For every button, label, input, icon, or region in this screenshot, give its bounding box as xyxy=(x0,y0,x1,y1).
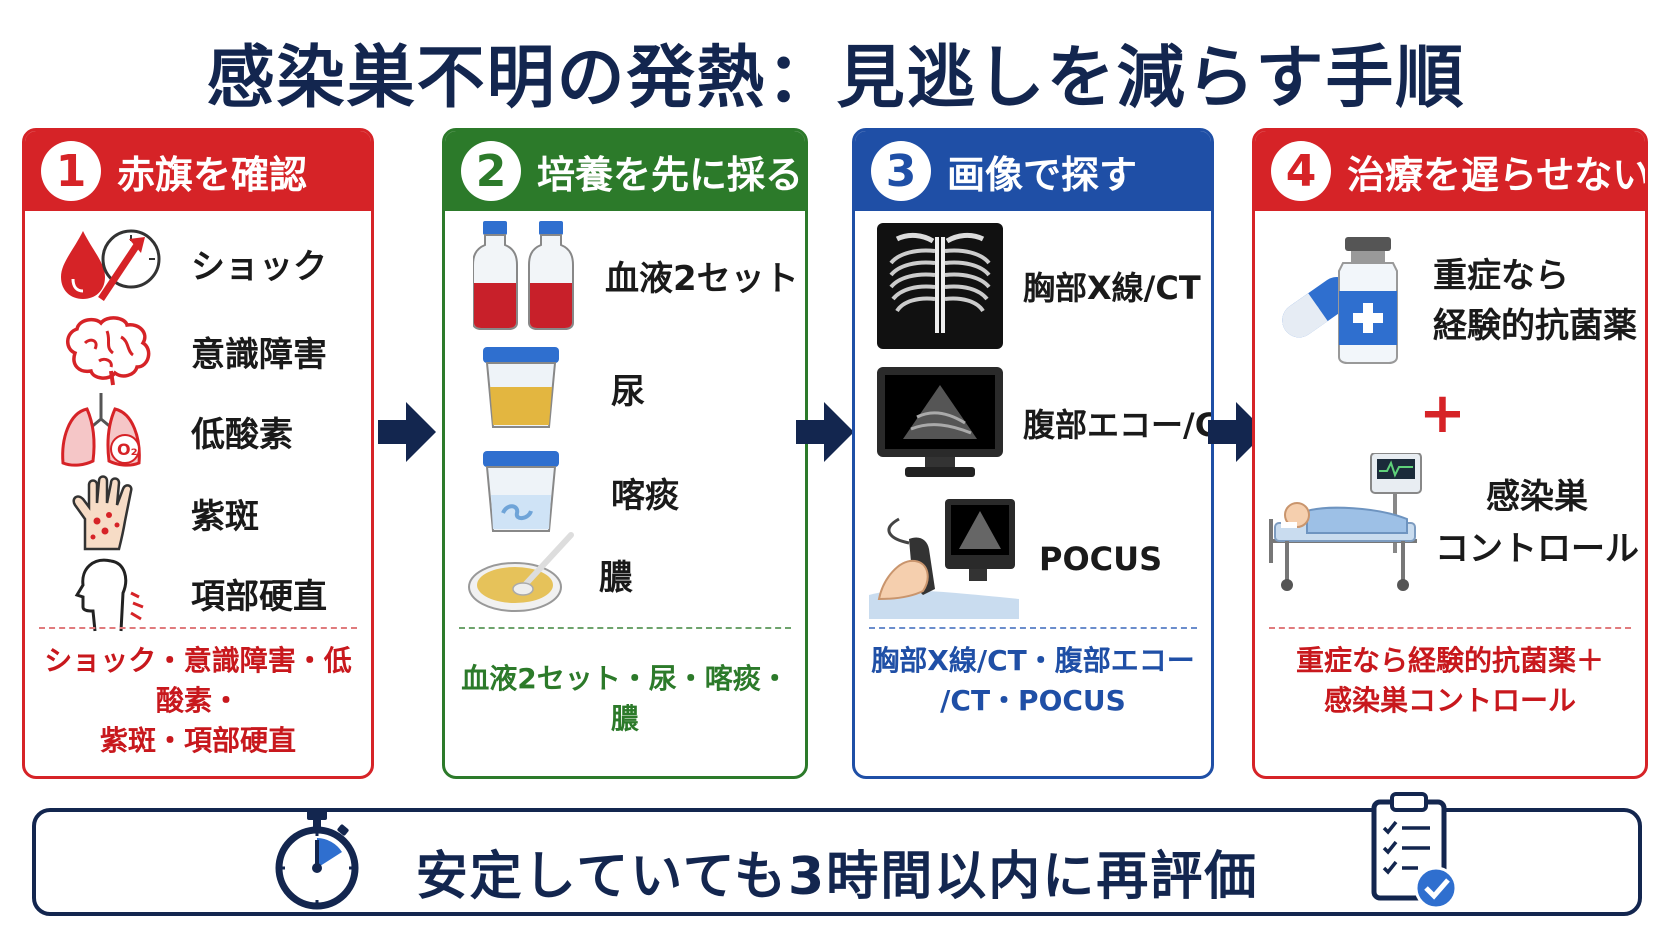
plus-sign: + xyxy=(1419,381,1466,446)
step-1-divider xyxy=(39,627,357,629)
step-3-number: 3 xyxy=(871,141,931,201)
blood-drop-pressure-gauge-icon xyxy=(61,229,161,301)
step-2-item-blood: 血液2セット xyxy=(473,219,799,331)
step-4-divider xyxy=(1269,627,1631,629)
step-3-item-ultrasound: 腹部エコー/CT xyxy=(877,367,1211,479)
step-1-card: 1 赤旗を確認 ショック 意識障害 O₂ 低酸素 xyxy=(22,128,374,779)
step-3-item-pocus: POCUS xyxy=(869,499,1162,619)
step-3-divider xyxy=(869,627,1197,629)
step-2-number: 2 xyxy=(461,141,521,201)
step-2-title: 培養を先に採る xyxy=(537,152,804,197)
hand-purpura-icon xyxy=(72,475,133,551)
step-2-item-sputum: 喀痰 xyxy=(481,449,679,535)
item-label: 尿 xyxy=(611,371,645,412)
summary-line: 感染巣コントロール xyxy=(1323,684,1576,717)
summary-line: 血液2セット・尿・喀痰・膿 xyxy=(461,662,789,735)
item-label: 胸部X線/CT xyxy=(1023,269,1201,307)
pocus-probe-icon xyxy=(869,499,1019,619)
step-1-item-shock: ショック xyxy=(55,223,327,303)
item-label: POCUS xyxy=(1039,540,1163,578)
clipboard-check-icon xyxy=(1371,792,1458,910)
item-label: 紫斑 xyxy=(191,496,259,537)
reassess-banner: 安定していても3時間以内に再評価 xyxy=(32,792,1642,916)
arrow-right-icon xyxy=(796,402,854,462)
page-title: 感染巣不明の発熱：見逃しを減らす手順 xyxy=(206,39,1466,118)
step-1-number: 1 xyxy=(41,141,101,201)
lungs-o2-icon: O₂ xyxy=(61,393,141,467)
sputum-cup-icon xyxy=(483,451,559,532)
summary-line: 胸部X線/CT・腹部エコー xyxy=(871,644,1195,677)
item-label: 血液2セット xyxy=(605,258,799,299)
step-1-title: 赤旗を確認 xyxy=(117,152,308,197)
hospital-bed-monitor-icon xyxy=(1269,453,1422,591)
summary-line: ショック・意識障害・低酸素・ xyxy=(44,644,352,717)
item-label: 膿 xyxy=(599,557,633,598)
step-2-header: 2 培養を先に採る xyxy=(445,131,805,211)
step-4-card: 4 治療を遅らせない 重症なら 経験的抗菌薬 + xyxy=(1252,128,1648,779)
step-3-title: 画像で探す xyxy=(947,152,1138,197)
item-label: 重症なら 経験的抗菌薬 xyxy=(1433,251,1637,351)
arrow-right-icon xyxy=(378,402,436,462)
arrow-right-icon xyxy=(1208,402,1266,462)
step-1-item-purpura: 紫斑 xyxy=(55,475,259,551)
item-label: ショック xyxy=(191,246,327,287)
item-label-line: コントロール xyxy=(1435,529,1639,569)
summary-line: /CT・POCUS xyxy=(940,684,1126,717)
step-4-header: 4 治療を遅らせない xyxy=(1255,131,1645,211)
summary-line: 重症なら経験的抗菌薬＋ xyxy=(1295,644,1604,677)
blood-culture-bottles-icon xyxy=(473,221,574,330)
step-4-number: 4 xyxy=(1271,141,1331,201)
item-label-line: 重症なら xyxy=(1433,256,1569,296)
step-2-item-urine: 尿 xyxy=(481,345,645,431)
step-2-divider xyxy=(459,627,791,629)
item-label: 腹部エコー/CT xyxy=(1023,406,1211,444)
step-3-card: 3 画像で探す 胸部X線/CT 腹部エコー/CT xyxy=(852,128,1214,779)
item-label-line: 感染巣 xyxy=(1486,477,1588,517)
step-1-item-neck-stiffness: 項部硬直 xyxy=(55,553,327,633)
summary-line: 紫斑・項部硬直 xyxy=(99,724,296,757)
item-label: 低酸素 xyxy=(191,414,293,455)
reassess-text: 安定していても3時間以内に再評価 xyxy=(415,847,1259,907)
step-4-item-source-control: 感染巣 コントロール xyxy=(1267,453,1639,593)
step-3-header: 3 画像で探す xyxy=(855,131,1211,211)
stopwatch-icon xyxy=(275,810,359,910)
brain-icon xyxy=(66,316,151,386)
step-4-summary: 重症なら経験的抗菌薬＋ 感染巣コントロール xyxy=(1265,641,1635,721)
chest-xray-icon xyxy=(877,223,1003,349)
step-1-item-hypoxia: O₂ 低酸素 xyxy=(55,389,293,473)
step-4-item-antibiotics: 重症なら 経験的抗菌薬 xyxy=(1273,237,1637,365)
item-label: 喀痰 xyxy=(611,475,679,516)
step-1-item-consciousness: 意識障害 xyxy=(55,313,327,389)
step-1-header: 1 赤旗を確認 xyxy=(25,131,371,211)
step-3-item-chest-xray: 胸部X線/CT xyxy=(877,223,1201,349)
step-2-card: 2 培養を先に採る 血液2セット 尿 喀痰 xyxy=(442,128,808,779)
svg-text:O₂: O₂ xyxy=(117,440,138,459)
item-label-line: 経験的抗菌薬 xyxy=(1433,306,1637,346)
capsule-vial-icon xyxy=(1282,237,1398,364)
item-label: 意識障害 xyxy=(191,334,327,375)
step-2-item-pus: 膿 xyxy=(467,531,633,617)
step-4-title: 治療を遅らせない xyxy=(1347,152,1648,197)
item-label: 感染巣 コントロール xyxy=(1435,471,1639,575)
ultrasound-monitor-icon xyxy=(877,367,1003,477)
step-1-summary: ショック・意識障害・低酸素・ 紫斑・項部硬直 xyxy=(35,641,361,761)
step-3-summary: 胸部X線/CT・腹部エコー /CT・POCUS xyxy=(865,641,1201,721)
step-2-summary: 血液2セット・尿・喀痰・膿 xyxy=(455,659,795,739)
urine-cup-icon xyxy=(483,347,559,428)
item-label: 項部硬直 xyxy=(191,576,327,617)
pus-dish-icon xyxy=(468,532,574,612)
neck-stiffness-icon xyxy=(74,558,144,632)
